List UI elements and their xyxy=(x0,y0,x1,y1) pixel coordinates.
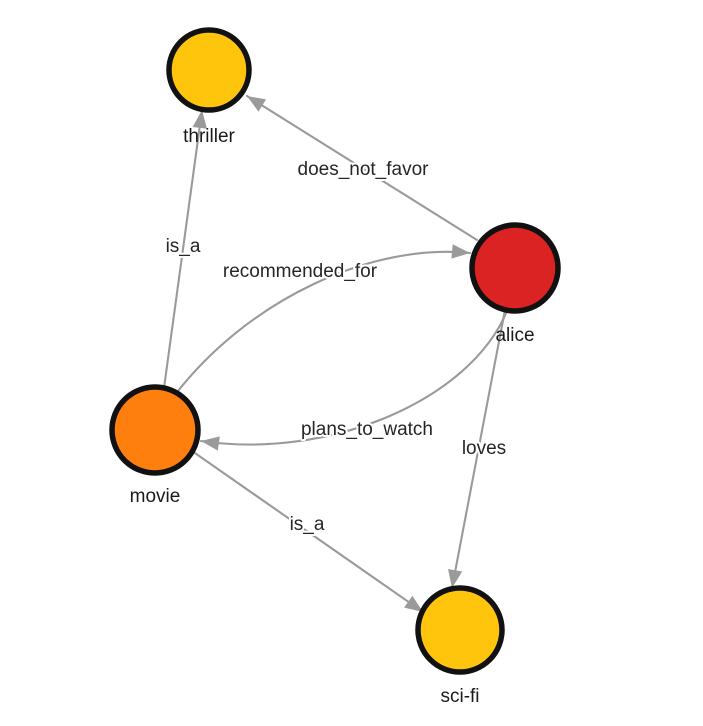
node-label-thriller: thriller xyxy=(183,126,235,147)
node-label-sci-fi: sci-fi xyxy=(440,686,479,707)
edge-label-movie-alice: recommended_for xyxy=(223,261,378,282)
node-sci-fi[interactable] xyxy=(415,585,505,675)
edge-alice-scifi xyxy=(450,308,507,590)
edges-layer xyxy=(162,94,509,614)
arrowhead-alice-movie xyxy=(201,436,220,451)
arrowhead-alice-thriller xyxy=(247,96,267,112)
edge-label-halo-alice-movie: plans_to_watch xyxy=(301,419,433,440)
edge-label-alice-scifi: loves xyxy=(462,438,506,459)
edge-movie-thriller xyxy=(162,108,204,390)
node-alice[interactable] xyxy=(469,222,561,314)
edge-label-halo-movie-thriller: is_a xyxy=(166,236,201,257)
node-labels-layer: thriller alice movie sci-fi xyxy=(130,126,535,707)
arrowhead-movie-scifi xyxy=(404,595,423,612)
edge-label-halo-alice-scifi: loves xyxy=(462,438,506,459)
edge-alice-movie xyxy=(199,309,509,446)
node-label-movie: movie xyxy=(130,486,181,507)
node-thriller[interactable] xyxy=(166,27,252,113)
node-label-alice: alice xyxy=(495,325,534,346)
node-movie[interactable] xyxy=(109,384,201,476)
edge-label-movie-thriller: is_a xyxy=(166,236,201,257)
edge-label-halo-alice-thriller: does_not_favor xyxy=(298,159,430,180)
arrowhead-movie-thriller xyxy=(192,110,207,129)
edge-alice-thriller xyxy=(245,94,479,242)
edge-label-alice-movie: plans_to_watch xyxy=(301,419,433,440)
edge-label-movie-scifi: is_a xyxy=(290,514,325,535)
edge-label-halo-movie-scifi: is_a xyxy=(290,514,325,535)
arrowheads-layer xyxy=(192,96,470,612)
edge-labels-layer: does_not_favordoes_not_favoris_ais_areco… xyxy=(164,157,509,537)
edge-movie-alice xyxy=(176,250,472,393)
edge-label-alice-thriller: does_not_favor xyxy=(298,159,430,180)
edge-movie-scifi xyxy=(190,449,425,614)
nodes-layer xyxy=(109,27,561,675)
arrowhead-movie-alice xyxy=(451,244,470,259)
edge-label-halo-movie-alice: recommended_for xyxy=(223,261,378,282)
arrowhead-alice-scifi xyxy=(448,569,463,588)
